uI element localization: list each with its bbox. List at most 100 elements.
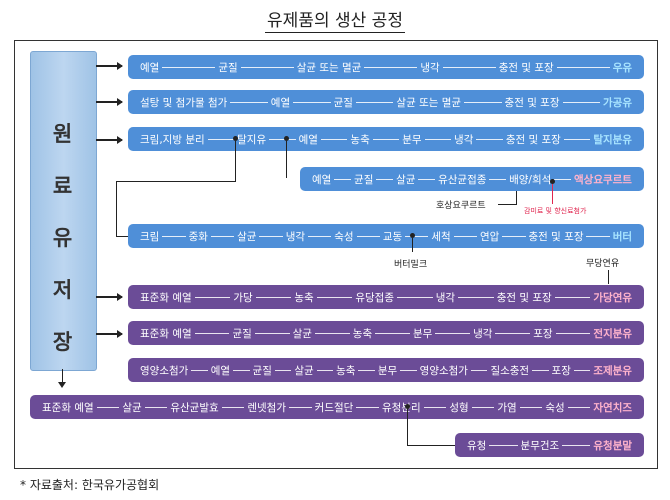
connector-line xyxy=(424,138,452,140)
process-step: 성형 xyxy=(449,401,469,414)
process-step: 살균 xyxy=(292,327,312,340)
process-row-whole-powder: 표준화 예열 균질 살균 농축 분무 냉각 포장 전지분유 xyxy=(128,321,644,345)
connector-line xyxy=(470,369,488,371)
process-step: 충전 및 포장 xyxy=(496,291,552,304)
process-step: 유당접종 xyxy=(355,291,394,304)
connector-line xyxy=(240,66,294,68)
process-row-butter: 크림 중화 살균 냉각 숙성 교동 세척 연압 충전 및 포장 버터 xyxy=(128,224,644,248)
branch-line-cream-3 xyxy=(116,181,117,236)
product-whole-powder: 전지분유 xyxy=(593,327,633,340)
connector-line xyxy=(442,66,496,68)
process-step: 유산균접종 xyxy=(438,173,487,186)
process-step: 크림 xyxy=(140,230,160,243)
process-step: 냉각 xyxy=(473,327,493,340)
process-step: 분무 xyxy=(377,364,398,377)
process-row-yogurt: 예열 균질 살균 유산균접종 배양/희석 액상요쿠르트 xyxy=(300,167,644,191)
process-step: 연압 xyxy=(479,230,500,243)
connector-line xyxy=(418,178,436,180)
process-step: 렌넷첨가 xyxy=(247,401,286,414)
raw-milk-storage xyxy=(30,51,97,371)
process-step: 균질 xyxy=(333,96,353,109)
connector-line xyxy=(288,406,312,408)
process-step: 커드절단 xyxy=(314,401,354,414)
branch-dot-cream xyxy=(233,136,238,141)
note-sweetener: 감미료 및 향신료첨가 xyxy=(524,207,587,215)
connector-line xyxy=(162,66,216,68)
process-step: 가당 xyxy=(233,291,253,304)
process-step: 유청 xyxy=(467,439,487,452)
connector-line xyxy=(495,332,531,334)
process-step: 숙성 xyxy=(334,230,354,243)
connector-line xyxy=(375,332,410,334)
connector-line xyxy=(194,296,231,298)
buttermilk-dot xyxy=(410,233,415,238)
process-step: 포장 xyxy=(551,364,571,377)
connector-line xyxy=(144,406,168,408)
process-row-natural-cheese: 표준화 예열 살균 유산균발효 렌넷첨가 커드절단 유청분리 성형 가염 숙성 … xyxy=(30,395,644,419)
connector-line xyxy=(471,406,495,408)
process-step: 분무 xyxy=(402,133,422,146)
process-step: 가염 xyxy=(497,401,517,414)
connector-line xyxy=(358,369,375,371)
connector-line xyxy=(556,66,610,68)
connector-line xyxy=(96,406,120,408)
process-step: 살균 또는 멸균 xyxy=(296,61,362,74)
arrow-whole-powder xyxy=(96,330,123,338)
connector-line xyxy=(293,101,331,103)
yogurt-branch-line xyxy=(516,191,517,204)
process-step: 예열 xyxy=(140,61,160,74)
note-set-yogurt: 호상요쿠르트 xyxy=(436,201,486,211)
product-milk: 우유 xyxy=(612,61,633,74)
connector-line xyxy=(453,235,477,237)
process-step: 유산균발효 xyxy=(170,401,219,414)
process-step: 예열 xyxy=(298,133,318,146)
process-step: 농축 xyxy=(336,364,356,377)
process-step: 균질 xyxy=(252,364,272,377)
connector-line xyxy=(562,101,600,103)
connector-line xyxy=(259,235,283,237)
product-butter: 버터 xyxy=(612,230,633,243)
process-step: 농축 xyxy=(294,291,314,304)
whey-line-2 xyxy=(407,445,455,446)
connector-line xyxy=(364,66,418,68)
connector-line xyxy=(586,235,610,237)
yogurt-branch-hline xyxy=(498,204,517,205)
connector-line xyxy=(502,235,526,237)
process-step: 냉각 xyxy=(454,133,474,146)
arrow-milk xyxy=(96,62,123,70)
process-step: 교동 xyxy=(382,230,403,243)
process-step: 질소충전 xyxy=(490,364,530,377)
product-sweetened-condensed: 가당연유 xyxy=(593,291,633,304)
arrow-flavored-milk xyxy=(96,98,123,106)
connector-line xyxy=(254,332,290,334)
branch-line-yogurt xyxy=(286,141,287,178)
connector-line xyxy=(221,406,245,408)
process-step: 세척 xyxy=(431,230,451,243)
process-step: 표준화 예열 xyxy=(140,327,192,340)
process-step: 예열 xyxy=(312,173,332,186)
process-step: 유청분리 xyxy=(382,401,421,414)
connector-line xyxy=(573,369,591,371)
process-step: 예열 xyxy=(270,96,291,109)
connector-line xyxy=(376,178,394,180)
process-step: 표준화 예열 xyxy=(42,401,94,414)
connector-line xyxy=(555,332,591,334)
process-step: 배양/희석 xyxy=(509,173,552,186)
process-step: 농축 xyxy=(352,327,373,340)
arrow-condensed xyxy=(96,293,123,301)
whey-line-1 xyxy=(407,409,408,445)
connector-line xyxy=(356,406,379,408)
connector-line xyxy=(489,444,518,446)
note-unsweetened: 무당연유 xyxy=(586,259,620,269)
arrow-cheese-line xyxy=(62,369,63,383)
arrow-skim xyxy=(96,136,123,144)
buttermilk-line xyxy=(412,238,413,252)
process-step: 충전 및 포장 xyxy=(504,96,560,109)
connector-line xyxy=(355,101,394,103)
connector-line xyxy=(308,235,332,237)
process-step: 영양소첨가 xyxy=(419,364,468,377)
connector-line xyxy=(489,178,507,180)
connector-line xyxy=(554,296,591,298)
product-whey-powder: 유청분말 xyxy=(593,439,633,452)
process-step: 살균 xyxy=(122,401,142,414)
